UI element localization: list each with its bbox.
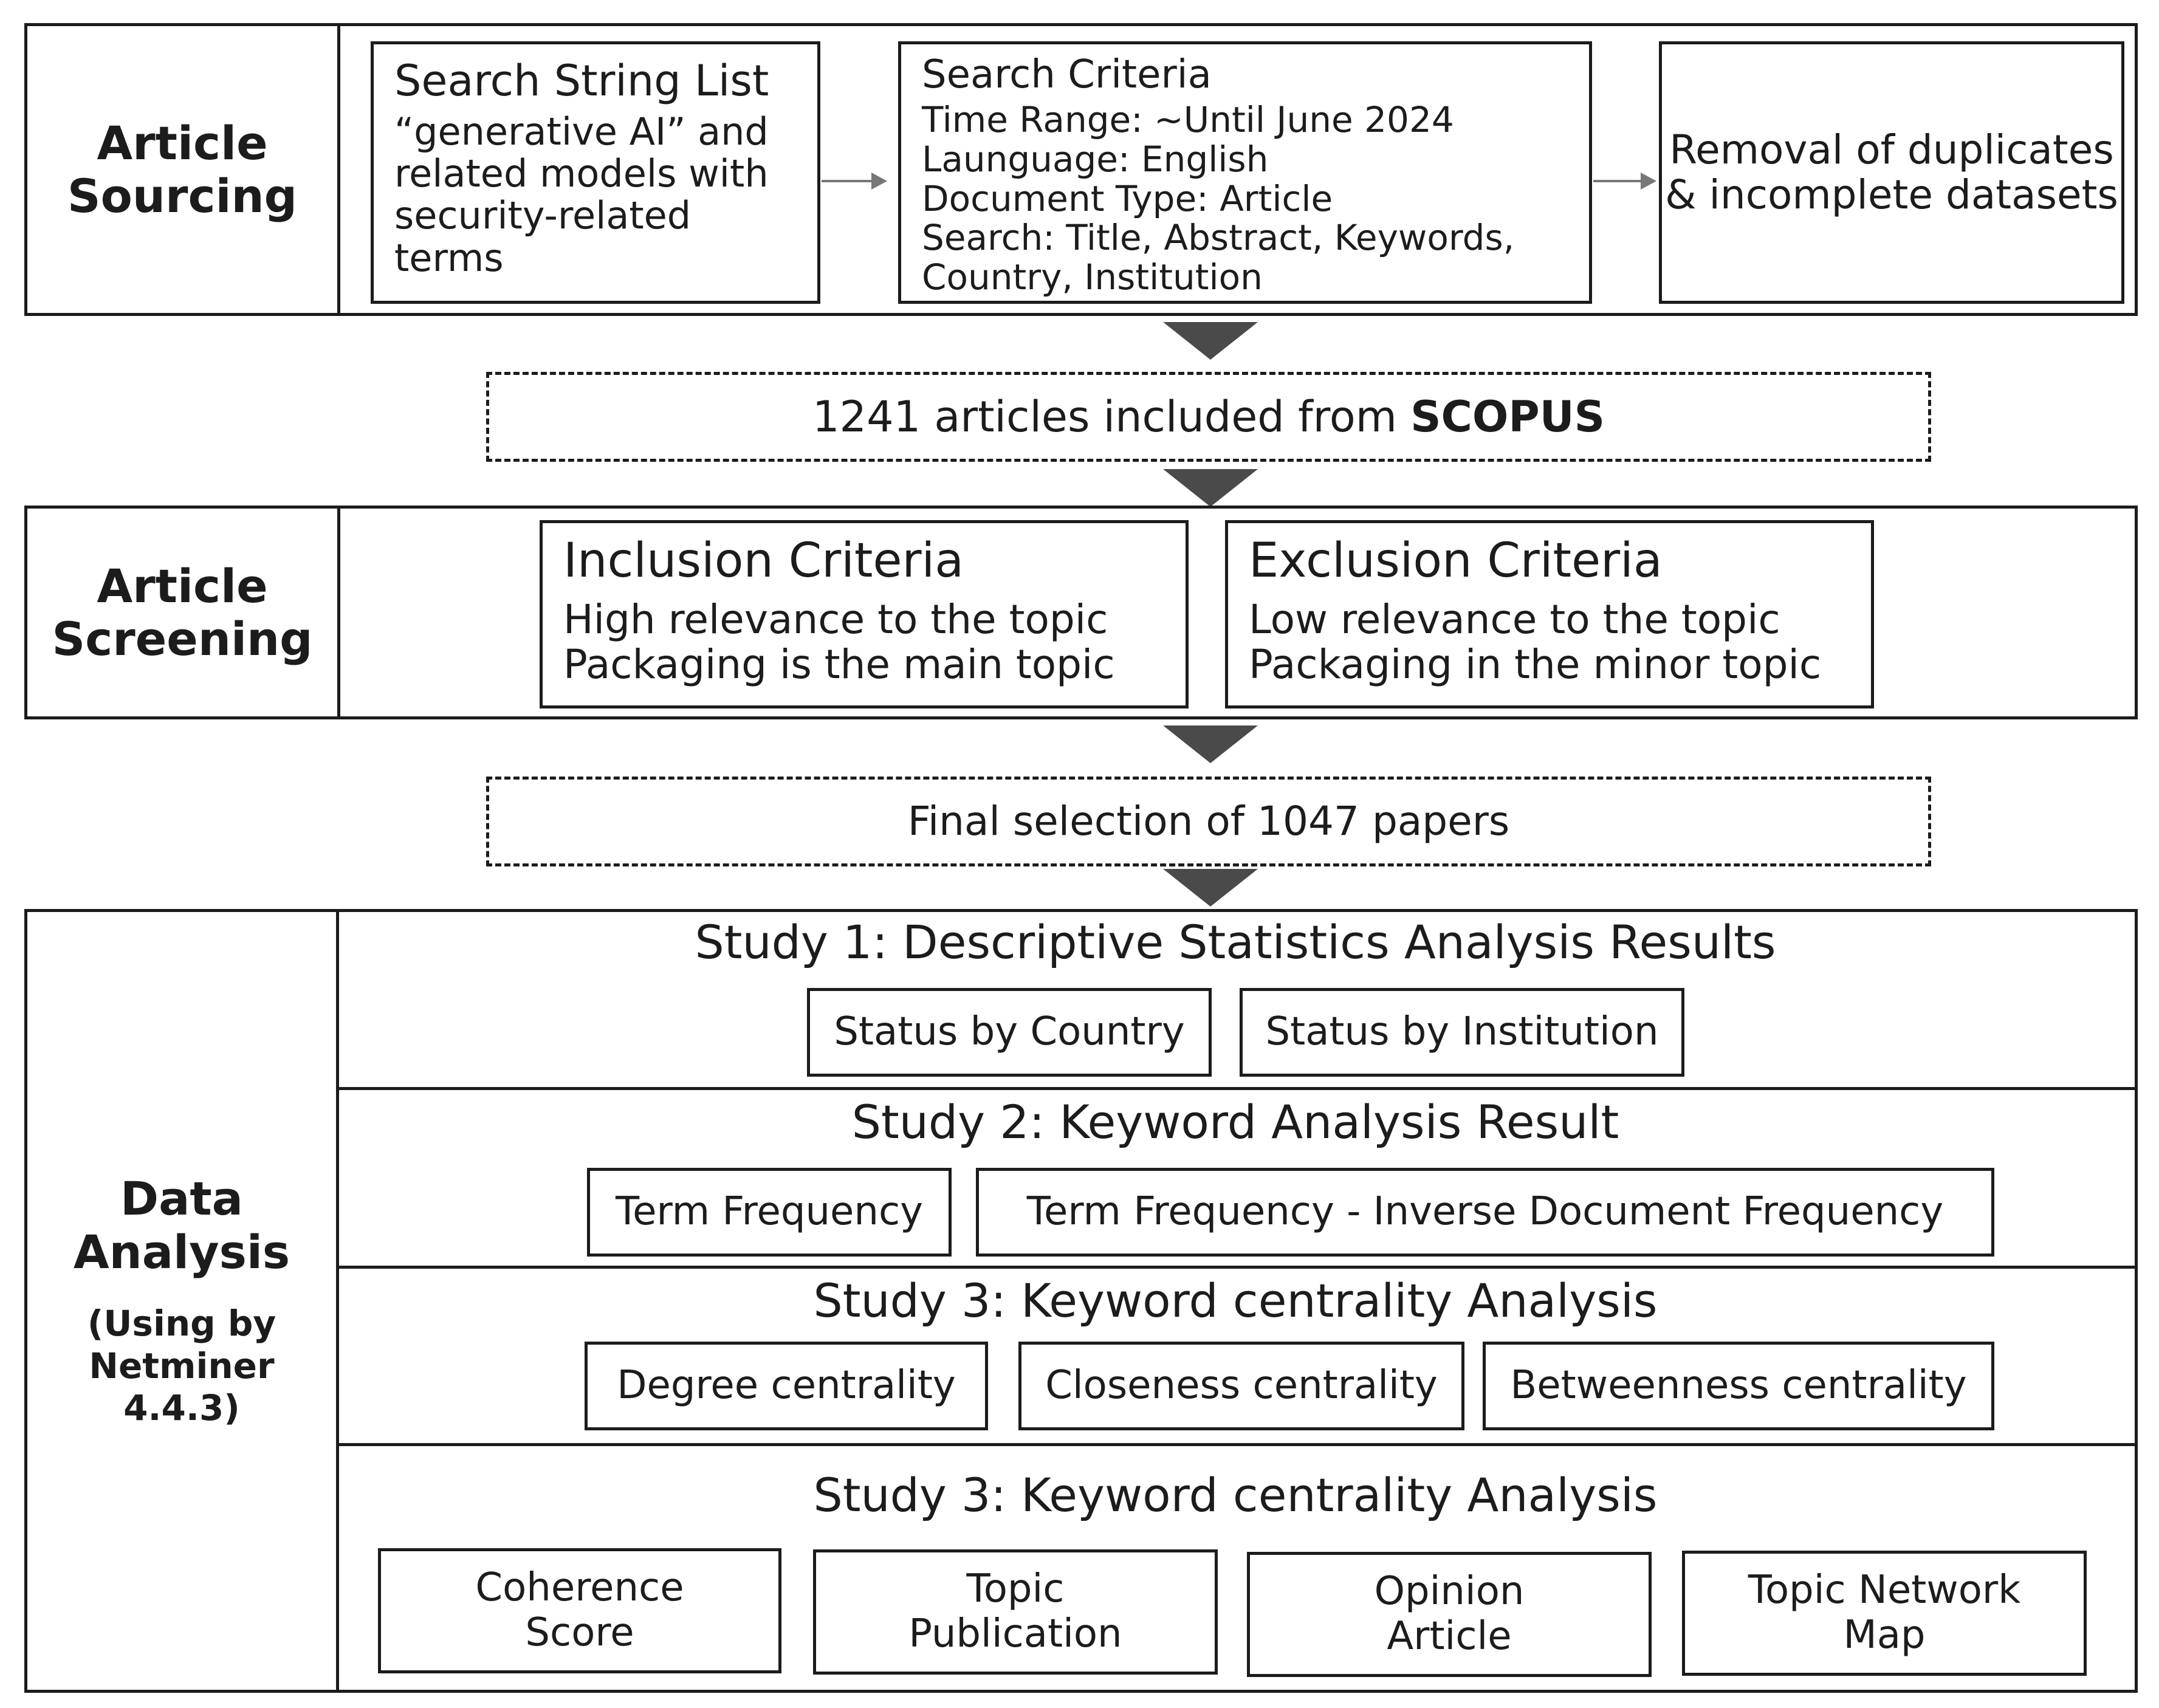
included-text: 1241 articles included from: [812, 391, 1411, 442]
study2-item: Term Frequency: [587, 1168, 952, 1257]
search-criteria-title: Search Criteria: [922, 52, 1212, 97]
search-criteria-line: Search: Title, Abstract, Keywords,: [922, 217, 1515, 259]
included-source: SCOPUS: [1410, 391, 1605, 442]
study4-item: Topic Publication: [813, 1549, 1218, 1675]
study3-item: Betweenness centrality: [1483, 1342, 1994, 1430]
inclusion-line: Packaging is the main topic: [563, 640, 1115, 688]
study4-item: Opinion Article: [1247, 1552, 1652, 1677]
included-box: 1241 articles included from SCOPUS: [486, 372, 1931, 462]
flow-arrow: [822, 173, 887, 190]
study3-title: Study 3: Keyword centrality Analysis: [813, 1274, 1658, 1328]
study1-item: Status by Country: [807, 988, 1212, 1077]
search-criteria-line: Country, Institution: [922, 256, 1263, 298]
study4-title: Study 3: Keyword centrality Analysis: [813, 1468, 1658, 1522]
search-criteria-line: Time Range: ~Until June 2024: [922, 98, 1454, 140]
stage-label-analysis-wrap: Data Analysis (Using by Netminer 4.4.3): [27, 912, 336, 1690]
down-arrow: [1163, 322, 1258, 360]
study4-item: Coherence Score: [378, 1548, 781, 1673]
search-string-line: related models with: [394, 151, 769, 196]
study2-item: Term Frequency - Inverse Document Freque…: [976, 1168, 1994, 1257]
exclusion-line: Packaging in the minor topic: [1249, 640, 1822, 688]
exclusion-title: Exclusion Criteria: [1249, 533, 1663, 588]
inclusion-line: High relevance to the topic: [563, 595, 1108, 643]
search-string-title: Search String List: [394, 56, 769, 106]
study3-item: Closeness centrality: [1018, 1342, 1464, 1430]
down-arrow: [1163, 869, 1258, 907]
stage-label-sourcing: Article Sourcing: [67, 115, 298, 223]
exclusion-box: Exclusion Criteria Low relevance to the …: [1225, 520, 1874, 708]
inclusion-box: Inclusion Criteria High relevance to the…: [540, 520, 1189, 708]
removal-line: & incomplete datasets: [1665, 171, 2118, 218]
down-arrow: [1163, 725, 1258, 763]
search-string-line: “generative AI” and: [394, 109, 769, 154]
search-criteria-box: Search Criteria Time Range: ~Until June …: [898, 41, 1592, 304]
inclusion-title: Inclusion Criteria: [563, 533, 964, 588]
study3-item: Degree centrality: [585, 1342, 988, 1430]
removal-box: Removal of duplicates & incomplete datas…: [1659, 41, 2124, 304]
final-selection-box: Final selection of 1047 papers: [486, 777, 1931, 866]
flow-arrow: [1593, 173, 1656, 190]
stage-note-analysis: (Using by Netminer 4.4.3): [87, 1303, 276, 1429]
stage-label-analysis: Data Analysis: [73, 1171, 290, 1279]
search-criteria-line: Document Type: Article: [922, 177, 1333, 219]
exclusion-line: Low relevance to the topic: [1249, 595, 1780, 643]
study1-item: Status by Institution: [1240, 988, 1684, 1077]
study1-title: Study 1: Descriptive Statistics Analysis…: [695, 915, 1776, 969]
search-string-line: security-related terms: [394, 193, 692, 280]
stage-label-screening: Article Screening: [52, 558, 313, 666]
study2-title: Study 2: Keyword Analysis Result: [851, 1095, 1619, 1149]
removal-line: Removal of duplicates: [1669, 126, 2114, 174]
study4-item: Topic Network Map: [1682, 1551, 2087, 1676]
final-selection-text: Final selection of 1047 papers: [907, 798, 1510, 845]
down-arrow: [1163, 469, 1258, 507]
search-string-box: Search String List “generative AI” and r…: [371, 41, 820, 304]
search-criteria-line: Launguage: English: [922, 138, 1269, 180]
